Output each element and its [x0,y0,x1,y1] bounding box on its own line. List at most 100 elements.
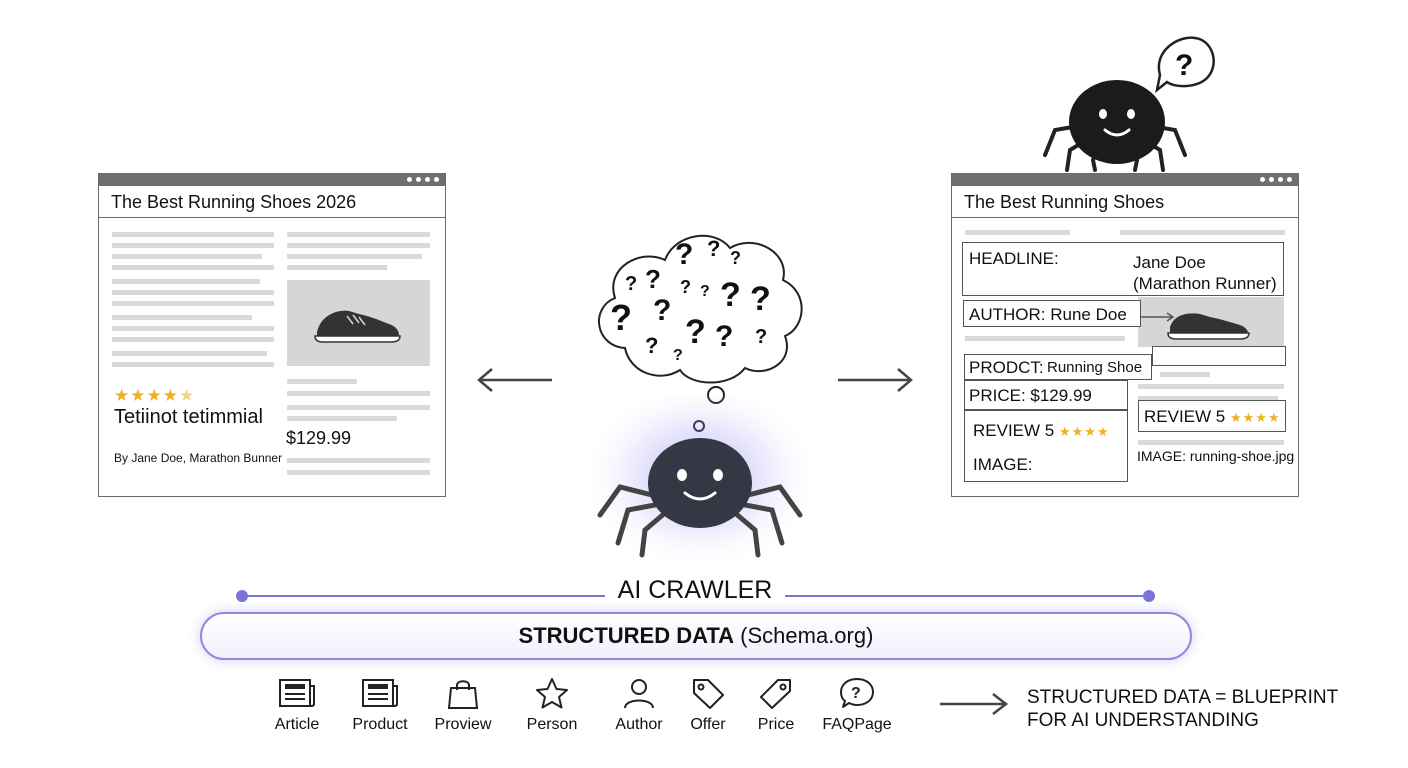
svg-text:?: ? [755,326,767,348]
product-value: Running Shoe [1047,359,1143,376]
product-extension-box [1152,346,1286,366]
product-label: PRODCT: [969,358,1044,377]
text-line [287,405,430,410]
question-marks: ? ? ? ? ? ? ? ? ? ? ? ? ? ? ? ? [610,236,771,364]
structured-data-title: STRUCTURED DATA [518,623,735,648]
schema-org-label: (Schema.org) [734,623,874,648]
shoe-image [287,280,430,366]
schema-item-faqpage: ? FAQPage [812,676,902,734]
image-filename: IMAGE: running-shoe.jpg [1137,448,1295,464]
text-line [112,326,274,331]
text-line [112,290,274,295]
svg-text:?: ? [730,248,741,268]
author-field: AUTHOR: Rune Doe [963,300,1141,327]
svg-text:?: ? [645,333,658,358]
svg-text:?: ? [645,264,661,294]
text-line [287,265,387,270]
text-line [287,416,397,421]
schema-item-label: Person [526,716,578,733]
blueprint-line-1: STRUCTURED DATA = BLUEPRINT [1027,687,1339,708]
schema-item-article: Article [252,676,342,734]
text-line [287,391,430,396]
shoe-icon [1167,313,1250,340]
headline-value-2: (Marathon Runner) [1133,274,1277,293]
text-line [287,458,430,463]
confused-spider: ? [1043,36,1215,172]
text-line [112,265,274,270]
svg-text:?: ? [673,347,683,364]
schema-item-label: Proview [434,716,492,733]
svg-text:?: ? [700,283,710,300]
text-line [112,243,274,248]
right-page-title: The Best Running Shoes [952,186,1298,218]
schema-item-label: Author [615,716,663,733]
text-line [1138,384,1284,389]
text-line [112,351,267,356]
left-price: $129.99 [286,428,352,448]
schema-item-person: Person [507,676,597,734]
testimonial-text: Tetiinot tetimmial [114,406,263,428]
schema-item-label: Article [274,716,320,733]
text-line [287,243,430,248]
newspaper-icon [279,679,315,707]
text-line [965,230,1070,235]
right-shoe-image [1138,297,1284,347]
svg-text:?: ? [685,313,706,351]
window-dots [1260,177,1292,182]
svg-text:?: ? [610,297,632,338]
text-line [112,337,274,342]
image-label: IMAGE: [973,455,1033,474]
right-browser-bar [952,174,1298,186]
text-line [112,362,274,367]
svg-text:?: ? [750,280,771,318]
author-label: AUTHOR: Rune Doe [969,305,1127,324]
schema-item-label: Product [352,716,408,733]
line-endpoint [236,590,248,602]
text-line [287,254,422,259]
svg-text:?: ? [715,320,733,353]
svg-text:?: ? [675,238,693,271]
schema-item-proview: Proview [418,676,508,734]
newspaper-icon [362,679,398,707]
tag-icon [693,679,724,709]
review-label-right: REVIEW 5 ★★★★ [1144,407,1281,426]
svg-text:?: ? [707,236,720,261]
structured-data-pill: STRUCTURED DATA (Schema.org) [200,612,1192,660]
speech-question-mark: ? [1175,49,1193,82]
review-field-right: REVIEW 5 ★★★★ [1138,400,1286,432]
svg-text:?: ? [851,685,861,702]
left-page-title: The Best Running Shoes 2026 [99,186,445,218]
headline-field: HEADLINE: Jane Doe (Marathon Runner) [962,242,1284,296]
star-icon [536,678,568,709]
line-endpoint [1143,590,1155,602]
text-line [112,279,260,284]
ai-crawler-spider [580,395,820,580]
schema-item-author: Author [594,676,684,734]
text-line [112,254,262,259]
review-label: REVIEW 5 ★★★★ [973,421,1110,440]
thought-cloud: ? ? ? ? ? ? ? ? ? ? ? ? ? ? ? ? [598,234,803,432]
text-line [1160,372,1210,377]
rating-stars: ★★★★★ [114,386,196,405]
review-field-left: REVIEW 5 ★★★★ IMAGE: [964,410,1128,482]
text-line [1120,230,1285,235]
byline-text: By Jane Doe, Marathon Bunner [114,451,283,465]
svg-text:?: ? [680,277,691,297]
price-field: PRICE: $129.99 [964,380,1128,410]
left-arrow [477,368,552,392]
schema-item-label: Price [757,716,795,733]
shopping-bag-icon [447,680,479,709]
text-line [287,232,430,237]
text-line [1138,396,1278,401]
connector-arrow [1140,312,1175,322]
schema-item-offer: Offer [663,676,753,734]
text-line [1138,440,1284,445]
schema-item-label: Offer [690,716,726,733]
blueprint-caption: STRUCTURED DATA = BLUEPRINT FOR AI UNDER… [1027,686,1338,732]
price-tag-icon [760,679,791,709]
headline-label: HEADLINE: [969,249,1059,268]
schema-item-label: FAQPage [822,716,892,733]
crawler-label: AI CRAWLER [605,576,785,605]
product-field: PRODCT: Running Shoe [964,354,1152,380]
blueprint-line-2: FOR AI UNDERSTANDING [1027,710,1259,731]
